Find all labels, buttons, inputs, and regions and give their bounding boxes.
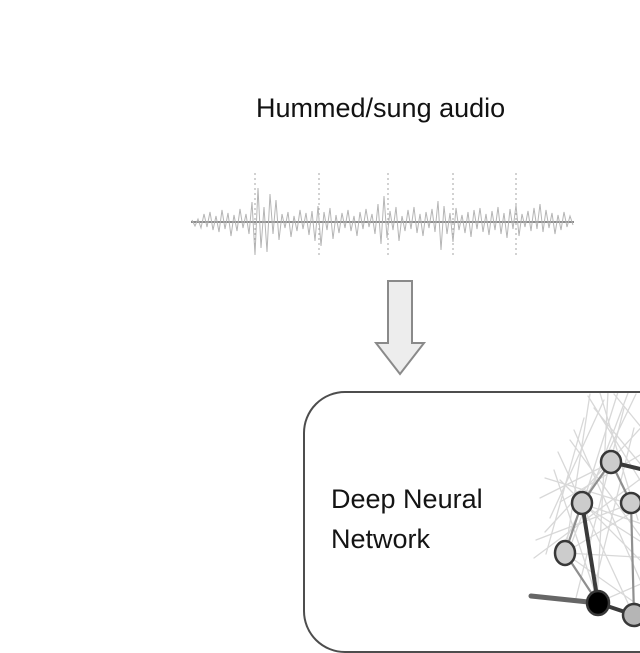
dnn-box-label-line2: Network xyxy=(331,524,431,554)
network-edge-light xyxy=(569,439,640,537)
network-edge-light xyxy=(533,478,640,559)
network-edge-light xyxy=(582,503,640,524)
network-edge-light xyxy=(565,393,591,549)
network-edge-light xyxy=(584,505,640,542)
network-edge-light xyxy=(565,506,640,553)
neural-network-graph xyxy=(528,391,640,628)
network-edge-light xyxy=(573,429,640,582)
waveform-path xyxy=(191,187,574,256)
network-edge-light xyxy=(583,391,619,501)
diagram-title: Hummed/sung audio xyxy=(256,93,506,123)
network-edge-light xyxy=(559,454,640,503)
down-arrow-icon xyxy=(373,280,427,376)
network-edge-light xyxy=(565,552,640,558)
network-edge-medium xyxy=(629,501,636,617)
network-node xyxy=(585,589,611,617)
network-edge-light xyxy=(559,479,640,561)
network-edge-light xyxy=(553,469,598,599)
network-node xyxy=(553,539,577,567)
network-edge-light xyxy=(539,462,611,499)
network-edge-light xyxy=(575,407,625,599)
network-edge-light xyxy=(557,451,634,615)
dnn-box-label: Deep Neural Network xyxy=(331,479,483,559)
network-edge-light xyxy=(549,399,605,519)
network-edge-light xyxy=(593,407,640,465)
network-node xyxy=(619,491,640,515)
network-node xyxy=(621,602,640,628)
network-node xyxy=(570,490,594,516)
network-edge-dark xyxy=(580,501,600,605)
network-node xyxy=(599,449,623,475)
network-edge-light xyxy=(613,393,640,427)
dnn-box-label-line1: Deep Neural xyxy=(331,484,483,514)
